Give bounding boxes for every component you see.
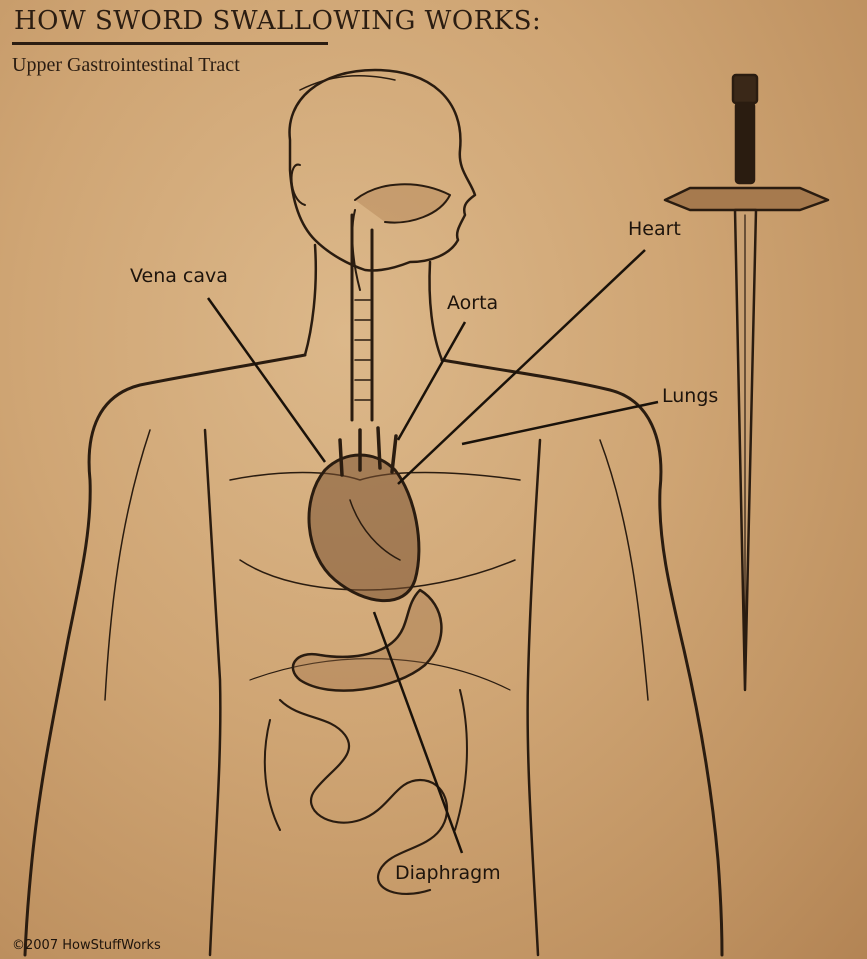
- stomach-intestines-sketch: [265, 590, 467, 894]
- label-vena-cava: Vena cava: [130, 265, 228, 287]
- leader-heart: [398, 250, 645, 484]
- label-aorta: Aorta: [447, 292, 498, 314]
- page-title: HOW SWORD SWALLOWING WORKS:: [14, 6, 541, 36]
- leader-vena-cava: [208, 298, 325, 462]
- head-sketch: [290, 70, 475, 290]
- neck-sketch: [305, 215, 442, 420]
- leader-aorta: [398, 322, 465, 440]
- leader-lungs: [462, 402, 658, 444]
- label-lungs: Lungs: [662, 385, 718, 407]
- title-underline: [12, 42, 328, 45]
- leader-lines: [208, 250, 658, 853]
- heart-sketch: [309, 428, 419, 601]
- copyright-notice: ©2007 HowStuffWorks: [12, 938, 161, 953]
- label-heart: Heart: [628, 218, 681, 240]
- label-diaphragm: Diaphragm: [395, 862, 501, 884]
- sword-sketch: [665, 75, 828, 690]
- page-subtitle: Upper Gastrointestinal Tract: [12, 54, 240, 77]
